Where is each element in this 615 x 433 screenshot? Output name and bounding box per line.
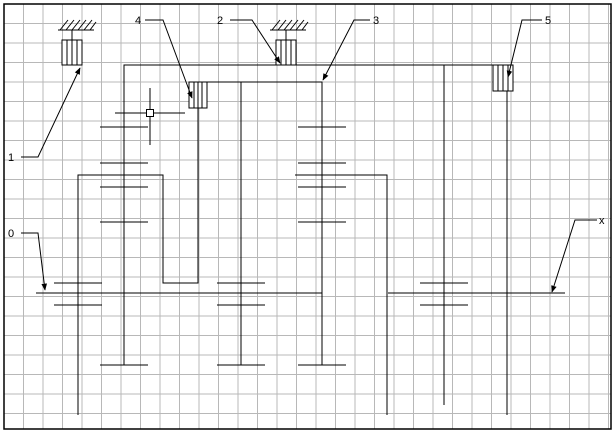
leader-3 bbox=[322, 19, 370, 81]
clutch-4-icon bbox=[188, 81, 208, 109]
label-3: 3 bbox=[373, 15, 379, 27]
leader-0 bbox=[21, 232, 48, 291]
label-2: 2 bbox=[217, 15, 223, 27]
carrier-link-3 bbox=[198, 81, 323, 365]
leader-x bbox=[551, 219, 597, 293]
leaders bbox=[21, 19, 597, 293]
label-5: 5 bbox=[545, 15, 551, 27]
crosshair-box bbox=[146, 109, 154, 117]
mechanism bbox=[36, 64, 565, 415]
label-x: x bbox=[599, 215, 605, 227]
leader-1 bbox=[21, 67, 81, 158]
leader-4 bbox=[145, 19, 193, 99]
ground-left-icon bbox=[58, 19, 97, 31]
leader-2 bbox=[230, 19, 281, 64]
brake-1-icon bbox=[61, 30, 83, 66]
grid bbox=[3, 3, 611, 429]
ground-top-icon bbox=[270, 19, 309, 31]
carrier-frame-top bbox=[123, 64, 508, 415]
carrier-loop bbox=[77, 108, 199, 415]
drawing-frame bbox=[3, 3, 612, 430]
label-0: 0 bbox=[8, 228, 14, 240]
brake-2-icon bbox=[275, 30, 297, 66]
label-1: 1 bbox=[8, 152, 14, 164]
leader-5 bbox=[506, 19, 542, 78]
label-4: 4 bbox=[135, 15, 141, 27]
right-loop bbox=[295, 174, 388, 415]
